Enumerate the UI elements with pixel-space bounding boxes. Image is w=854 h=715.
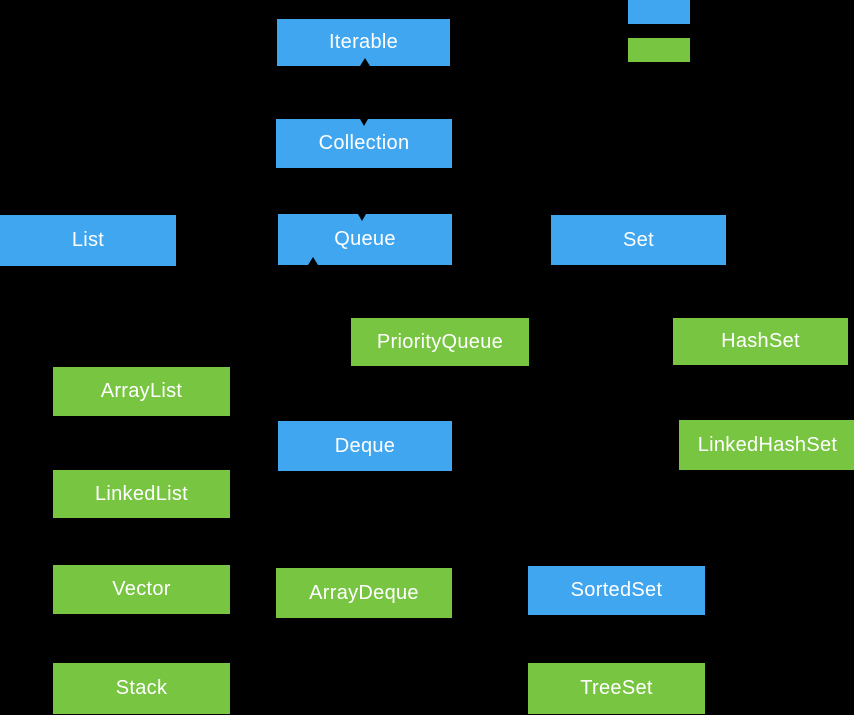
node-set: Set <box>551 215 726 265</box>
node-label: Stack <box>115 677 168 699</box>
node-deque: Deque <box>278 421 452 471</box>
node-queue: Queue <box>278 214 452 265</box>
node-label: ArrayList <box>100 380 183 402</box>
node-arraylist: ArrayList <box>53 367 230 416</box>
arrowhead-notch <box>360 119 368 126</box>
node-label: LinkedList <box>94 482 189 505</box>
node-linkedlist: LinkedList <box>53 470 230 518</box>
node-stack: Stack <box>53 663 230 714</box>
node-vector: Vector <box>53 565 230 614</box>
node-label: Set <box>623 228 654 251</box>
arrowhead-notch <box>360 58 370 66</box>
legend-green-swatch <box>628 38 690 62</box>
node-label: PriorityQueue <box>376 330 504 353</box>
node-label: Collection <box>318 132 410 154</box>
node-label: Vector <box>112 578 171 600</box>
node-collection: Collection <box>276 119 452 168</box>
node-label: ArrayDeque <box>309 581 419 604</box>
node-hashset: HashSet <box>673 318 848 365</box>
node-arraydeque: ArrayDeque <box>276 568 452 618</box>
node-label: LinkedHashSet <box>697 433 838 456</box>
node-label: Deque <box>334 434 396 457</box>
arrowhead-notch <box>308 257 318 265</box>
node-treeset: TreeSet <box>528 663 705 714</box>
arrowhead-notch <box>358 214 366 221</box>
node-sortedset: SortedSet <box>528 566 705 615</box>
node-label: SortedSet <box>570 579 663 601</box>
legend-blue-swatch <box>628 0 690 24</box>
node-label: Queue <box>334 228 396 250</box>
node-linkedhashset: LinkedHashSet <box>679 420 854 470</box>
node-label: List <box>71 229 105 251</box>
node-label: HashSet <box>721 330 800 352</box>
node-priorityqueue: PriorityQueue <box>351 318 529 366</box>
node-label: Iterable <box>328 31 399 53</box>
node-label: TreeSet <box>580 677 653 699</box>
node-list: List <box>0 215 176 266</box>
